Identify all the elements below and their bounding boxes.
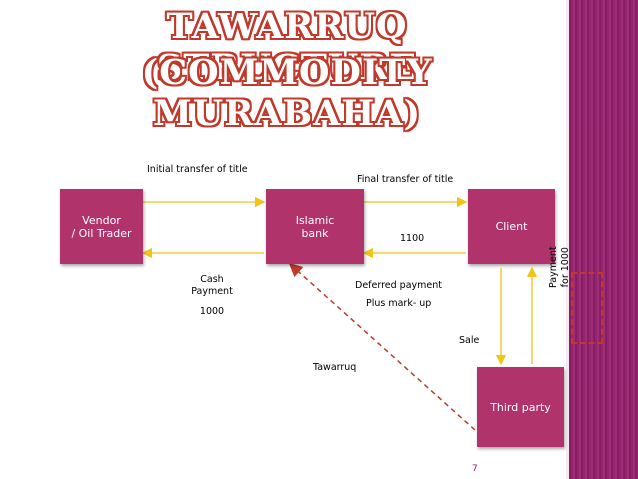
vendor-label-line2: / Oil Trader [71, 226, 132, 240]
third-party-label: Third party [490, 400, 551, 414]
title-line-2: (COMMODITY MURABAHA) [141, 52, 433, 134]
third-party-box: Third party [477, 367, 564, 447]
label-deferred-payment: Deferred payment [355, 280, 442, 291]
arrow-tawarruq-dashed [288, 262, 476, 431]
client-label: Client [495, 220, 528, 233]
label-amount-1000: 1000 [199, 306, 225, 317]
label-initial-transfer: Initial transfer of title [147, 164, 248, 175]
label-payment-for-1000-line1: Payment [548, 246, 559, 288]
payment-label-dashed-frame [571, 272, 603, 344]
label-sale: Sale [459, 335, 480, 346]
title-line-1: TAWARRUQ STRUCTURE [156, 6, 418, 88]
vendor-label-line1: Vendor [82, 213, 121, 227]
islamic-bank-box: Islamic bank [266, 189, 364, 264]
client-box: Client [468, 189, 555, 264]
label-final-transfer: Final transfer of title [357, 174, 454, 185]
sidebar-divider [566, 0, 569, 479]
page-number: 7 [472, 464, 478, 474]
bank-label-line1: Islamic [295, 213, 335, 227]
label-payment: Payment [191, 286, 233, 297]
bank-label-line2: bank [301, 226, 329, 240]
label-tawarruq: Tawarruq [313, 362, 357, 373]
label-payment-for-1000: Payment for 1000 [548, 246, 572, 288]
label-plus-markup: Plus mark- up [366, 298, 432, 309]
label-amount-1100: 1100 [400, 233, 425, 244]
vendor-box: Vendor / Oil Trader [60, 189, 143, 264]
label-cash: Cash [200, 274, 224, 285]
decorative-sidebar [566, 0, 638, 479]
label-payment-for-1000-line2: for 1000 [560, 247, 571, 288]
